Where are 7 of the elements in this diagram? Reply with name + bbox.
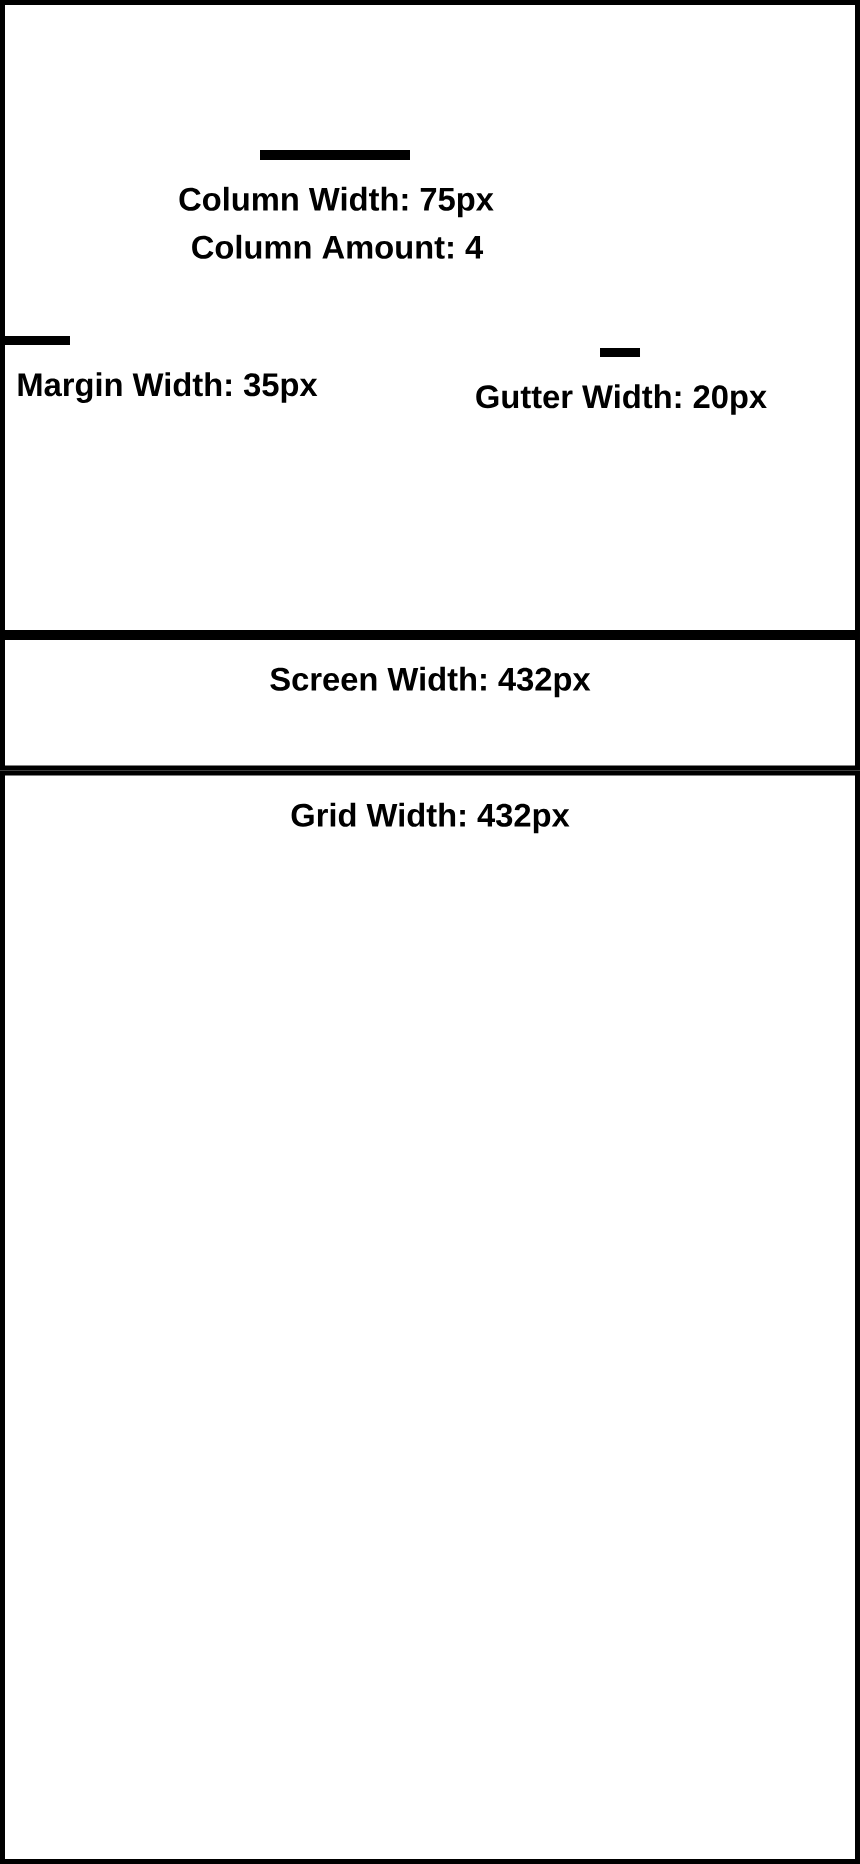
measurement-label: Margin Width: 35px xyxy=(18,372,318,403)
measurement-label: Column Width: 75px xyxy=(179,186,494,218)
panel: Grid Width: 432px xyxy=(0,770,860,1864)
measurement-label: Gutter Width: 20px xyxy=(476,384,767,415)
panel xyxy=(0,0,860,635)
panel: Screen Width: 432px xyxy=(0,635,860,771)
measurement-label: Column Amount: 4 xyxy=(192,234,484,259)
